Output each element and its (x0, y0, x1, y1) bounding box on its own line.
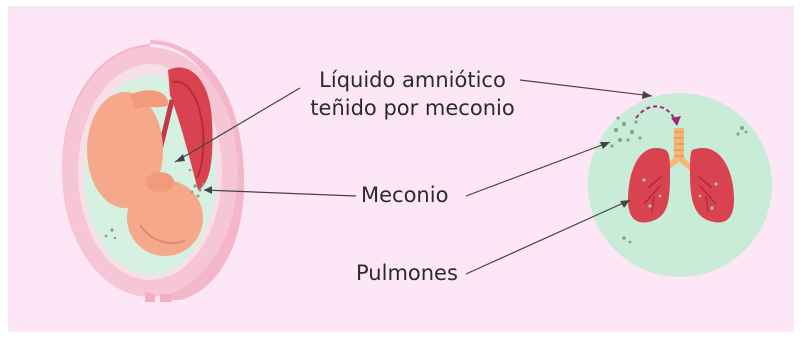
label-meconium-stained-fluid: Líquido amniótico teñido por meconio (305, 66, 520, 122)
arrow-meconium-lungs (465, 141, 611, 197)
leader-lines (174, 79, 653, 275)
arrow-meconium-uterus (203, 189, 357, 197)
fetus-head (127, 180, 203, 256)
left-lung (628, 148, 670, 223)
arrowheads (175, 91, 652, 208)
arrow-lungs (465, 199, 631, 275)
bronchioles (643, 175, 717, 213)
lungs (628, 128, 734, 223)
lung-meconium-spots (642, 178, 718, 210)
label-lungs: Pulmones (356, 261, 458, 285)
label-line-2: teñido por meconio (310, 96, 515, 120)
fetus-body (87, 92, 163, 208)
label-line-1: Líquido amniótico (319, 68, 506, 92)
fetus-ear (139, 224, 186, 245)
right-lung (690, 148, 734, 223)
placenta-vessels (171, 80, 205, 179)
arrow-liquid-to-lungs (519, 79, 653, 97)
trachea-rings (674, 131, 684, 157)
lung-circle (588, 93, 772, 277)
arrow-liquid-to-uterus (174, 87, 301, 163)
trachea (674, 128, 684, 162)
fetus-hand (146, 172, 174, 192)
meconium-particles-circle (610, 116, 748, 244)
fetus-foot (130, 90, 169, 110)
fetus (87, 90, 203, 256)
inhalation-arrowhead (671, 116, 681, 126)
cervix (145, 292, 172, 302)
label-meconium: Meconio (361, 183, 449, 207)
meconium-particles-uterus (104, 168, 205, 240)
